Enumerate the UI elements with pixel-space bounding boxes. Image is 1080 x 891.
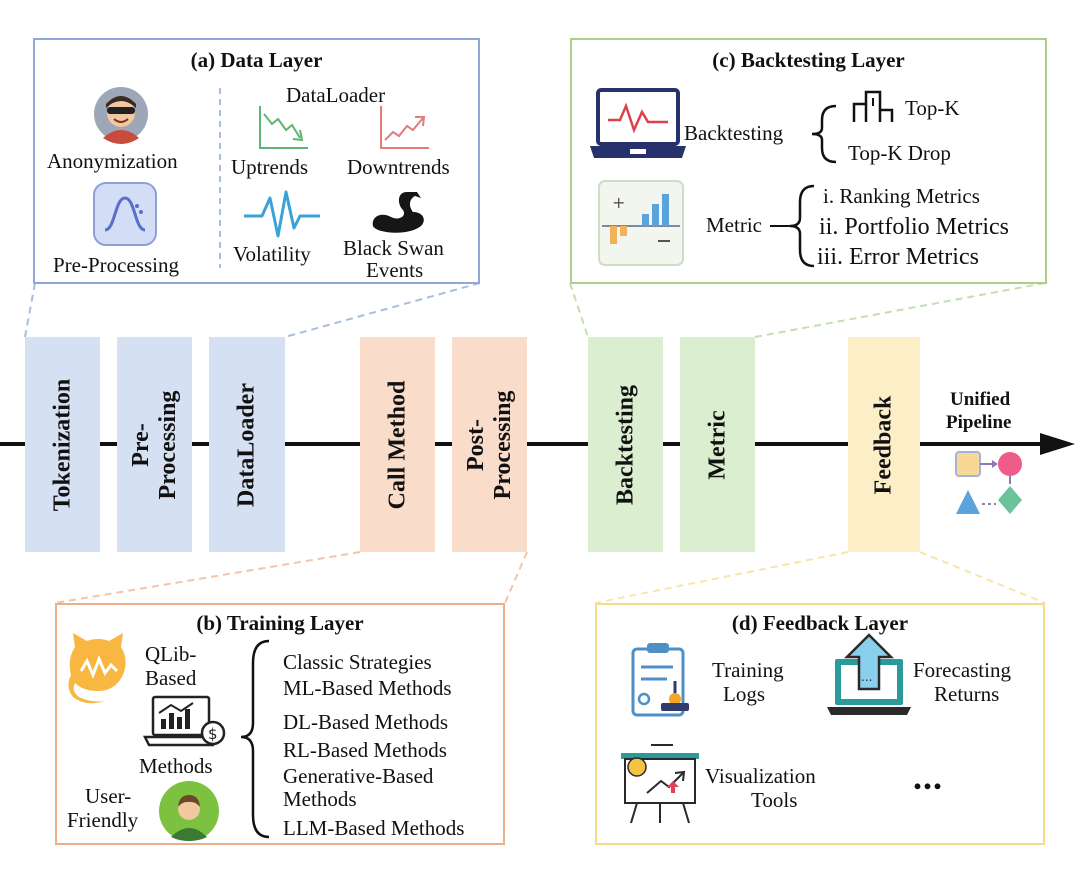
- backtesting-label: Backtesting: [684, 121, 784, 145]
- user-friendly-label-2: Friendly: [67, 808, 139, 832]
- stage-label: Call Method: [384, 380, 410, 509]
- method-item-3: DL-Based Methods: [283, 710, 449, 734]
- stage-label: Tokenization: [49, 378, 75, 511]
- user-avatar-icon: [159, 781, 219, 841]
- svg-text:...: ...: [861, 670, 872, 684]
- qlib-cat-icon: [68, 633, 126, 704]
- separator: [219, 88, 221, 268]
- stage-preprocessing: Pre- Processing: [117, 337, 192, 552]
- data-layer-panel: (a) Data Layer Anonymization Pre-Process…: [33, 38, 480, 284]
- feedback-layer-title: (d) Feedback Layer: [731, 611, 909, 635]
- svg-text:+: +: [612, 193, 625, 212]
- masked-user-icon: [94, 87, 148, 144]
- clipboard-log-icon: [631, 643, 689, 717]
- stage-backtesting: Backtesting: [588, 337, 663, 552]
- unified-pipeline-label-2: Pipeline: [946, 412, 1012, 433]
- downtrend-chart-icon: [380, 106, 429, 149]
- uptrends-label: Uptrends: [231, 155, 308, 179]
- presentation-board-icon: [621, 744, 699, 824]
- method-item-5: Generative-Based: [283, 764, 434, 788]
- stage-label: Feedback: [870, 395, 897, 494]
- svg-text:$: $: [208, 725, 218, 743]
- training-logs-label-2: Logs: [723, 682, 765, 706]
- method-item-1: Classic Strategies: [283, 650, 432, 674]
- method-item-4: RL-Based Methods: [283, 738, 447, 762]
- stage-feedback: Feedback: [848, 337, 920, 552]
- laptop-money-icon: $: [142, 695, 226, 747]
- forecasting-label-2: Returns: [934, 682, 1000, 706]
- methods-brace: [240, 639, 270, 839]
- black-swan-label-2: Events: [366, 258, 424, 282]
- stage-tokenization: Tokenization: [25, 337, 100, 552]
- metric-label: Metric: [706, 213, 762, 237]
- method-item-2: ML-Based Methods: [283, 676, 452, 700]
- stage-dataloader: DataLoader: [209, 337, 285, 552]
- training-logs-label-1: Training: [712, 658, 784, 682]
- backtesting-brace: [811, 104, 837, 164]
- training-layer-panel: (b) Training Layer QLib- Based $ Methods…: [55, 603, 505, 845]
- stage-postprocessing: Post- Processing: [452, 337, 527, 552]
- volatility-label: Volatility: [233, 242, 311, 266]
- data-layer-title: (a) Data Layer: [190, 48, 323, 72]
- training-layer-title: (b) Training Layer: [196, 611, 364, 635]
- stage-call-method: Call Method: [360, 337, 435, 552]
- stage-label: Backtesting: [612, 384, 638, 505]
- black-swan-label-1: Black Swan: [343, 236, 444, 260]
- method-item-7: LLM-Based Methods: [283, 816, 465, 840]
- preprocessing-label: Pre-Processing: [53, 253, 179, 277]
- stage-label: Metric: [704, 409, 730, 480]
- metric-item-1: i. Ranking Metrics: [823, 184, 980, 208]
- user-friendly-label-1: User-: [85, 784, 132, 808]
- visualization-label-1: Visualization: [705, 764, 816, 788]
- qlib-label-1: QLib-: [145, 642, 197, 666]
- anonymization-label: Anonymization: [47, 149, 178, 173]
- dataloader-label: DataLoader: [286, 83, 386, 107]
- feedback-layer-panel: (d) Feedback Layer Training Logs ... For…: [595, 603, 1045, 845]
- top-k-drop-label: Top-K Drop: [848, 141, 951, 165]
- qlib-label-2: Based: [145, 666, 197, 690]
- stage-label: DataLoader: [233, 382, 260, 507]
- stage-label: Pre- Processing: [127, 390, 181, 499]
- unified-pipeline-label-1: Unified: [950, 389, 1011, 410]
- flow-shapes-icon: [955, 451, 1022, 514]
- metric-brace: [789, 184, 815, 268]
- downtrends-label: Downtrends: [347, 155, 450, 179]
- forecasting-label-1: Forecasting: [913, 658, 1011, 682]
- stage-label: Post- Processing: [462, 390, 516, 499]
- black-swan-icon: [372, 192, 424, 233]
- metric-item-2: ii. Portfolio Metrics: [819, 214, 1009, 240]
- bell-curve-icon: [93, 182, 157, 246]
- top-k-label: Top-K: [905, 96, 960, 120]
- uptrend-chart-icon: [259, 106, 308, 149]
- stage-metric: Metric: [680, 337, 755, 552]
- method-item-6: Methods: [283, 787, 357, 811]
- more-ellipsis: ...: [913, 757, 943, 797]
- backtesting-layer-panel: (c) Backtesting Layer Backtesting Top-K …: [570, 38, 1047, 284]
- upload-laptop-icon: ...: [827, 633, 911, 715]
- laptop-chart-icon: [590, 88, 686, 158]
- metric-item-3: iii. Error Metrics: [817, 244, 979, 270]
- backtesting-layer-title: (c) Backtesting Layer: [712, 48, 905, 72]
- volatility-wave-icon: [244, 190, 320, 238]
- methods-label: Methods: [139, 754, 213, 778]
- podium-icon: [852, 90, 894, 122]
- metric-connector: [770, 225, 790, 227]
- visualization-label-2: Tools: [751, 788, 798, 812]
- bar-metric-icon: +: [598, 180, 684, 266]
